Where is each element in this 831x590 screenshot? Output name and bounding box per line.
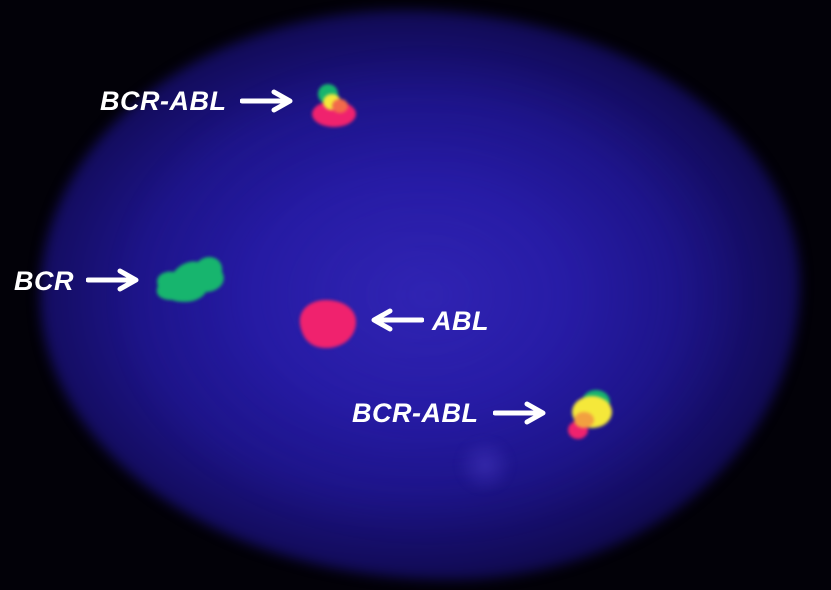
arrow-right-icon [86,268,139,292]
fusion-signal-bottom [568,390,612,439]
label-bcr-abl-top: BCR-ABL [100,86,227,116]
arrow-right-icon [240,89,293,113]
arrow-right-icon [493,401,546,425]
label-bcr: BCR [14,266,74,296]
arrow-left-icon [371,308,424,332]
label-abl: ABL [432,306,489,336]
fusion-signal-top [312,84,356,127]
nucleus-texture [455,440,515,490]
bcr-signal [156,257,224,302]
abl-signal [299,300,356,348]
nucleus-glow [120,60,740,530]
label-bcr-abl-bottom: BCR-ABL [352,398,479,428]
